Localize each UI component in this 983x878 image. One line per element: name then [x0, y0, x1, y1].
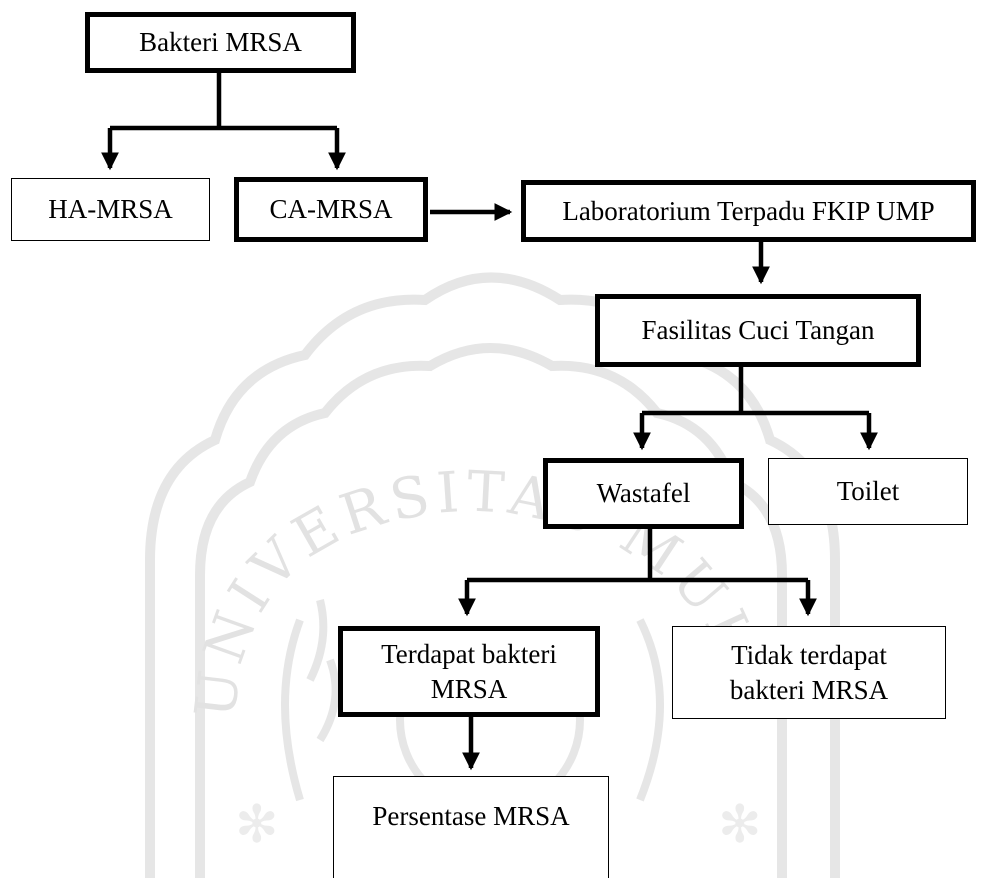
node-wastafel: Wastafel	[543, 458, 744, 529]
node-laboratorium: Laboratorium Terpadu FKIP UMP	[521, 180, 976, 242]
node-persentase-mrsa-label: Persentase MRSA	[372, 801, 570, 831]
node-toilet-label: Toilet	[836, 476, 900, 507]
node-terdapat-bakteri-mrsa: Terdapat bakteri MRSA	[338, 626, 600, 717]
node-bakteri-mrsa: Bakteri MRSA	[85, 12, 356, 73]
node-bakteri-mrsa-label: Bakteri MRSA	[139, 27, 302, 58]
node-ha-mrsa-label: HA-MRSA	[48, 194, 173, 225]
node-laboratorium-label: Laboratorium Terpadu FKIP UMP	[562, 195, 935, 226]
node-persentase-mrsa: Persentase MRSA	[333, 776, 609, 878]
node-tidak-terdapat-bakteri-mrsa-label: Tidak terdapat bakteri MRSA	[729, 639, 889, 705]
node-ca-mrsa: CA-MRSA	[234, 177, 428, 242]
node-ca-mrsa-label: CA-MRSA	[269, 194, 393, 225]
node-ha-mrsa: HA-MRSA	[11, 178, 210, 241]
node-tidak-terdapat-bakteri-mrsa: Tidak terdapat bakteri MRSA	[672, 626, 946, 719]
node-terdapat-bakteri-mrsa-label: Terdapat bakteri MRSA	[381, 638, 557, 704]
node-fasilitas-cuci-tangan-label: Fasilitas Cuci Tangan	[641, 315, 875, 346]
node-fasilitas-cuci-tangan: Fasilitas Cuci Tangan	[595, 294, 921, 367]
node-toilet: Toilet	[768, 458, 968, 525]
node-wastafel-label: Wastafel	[596, 478, 691, 509]
